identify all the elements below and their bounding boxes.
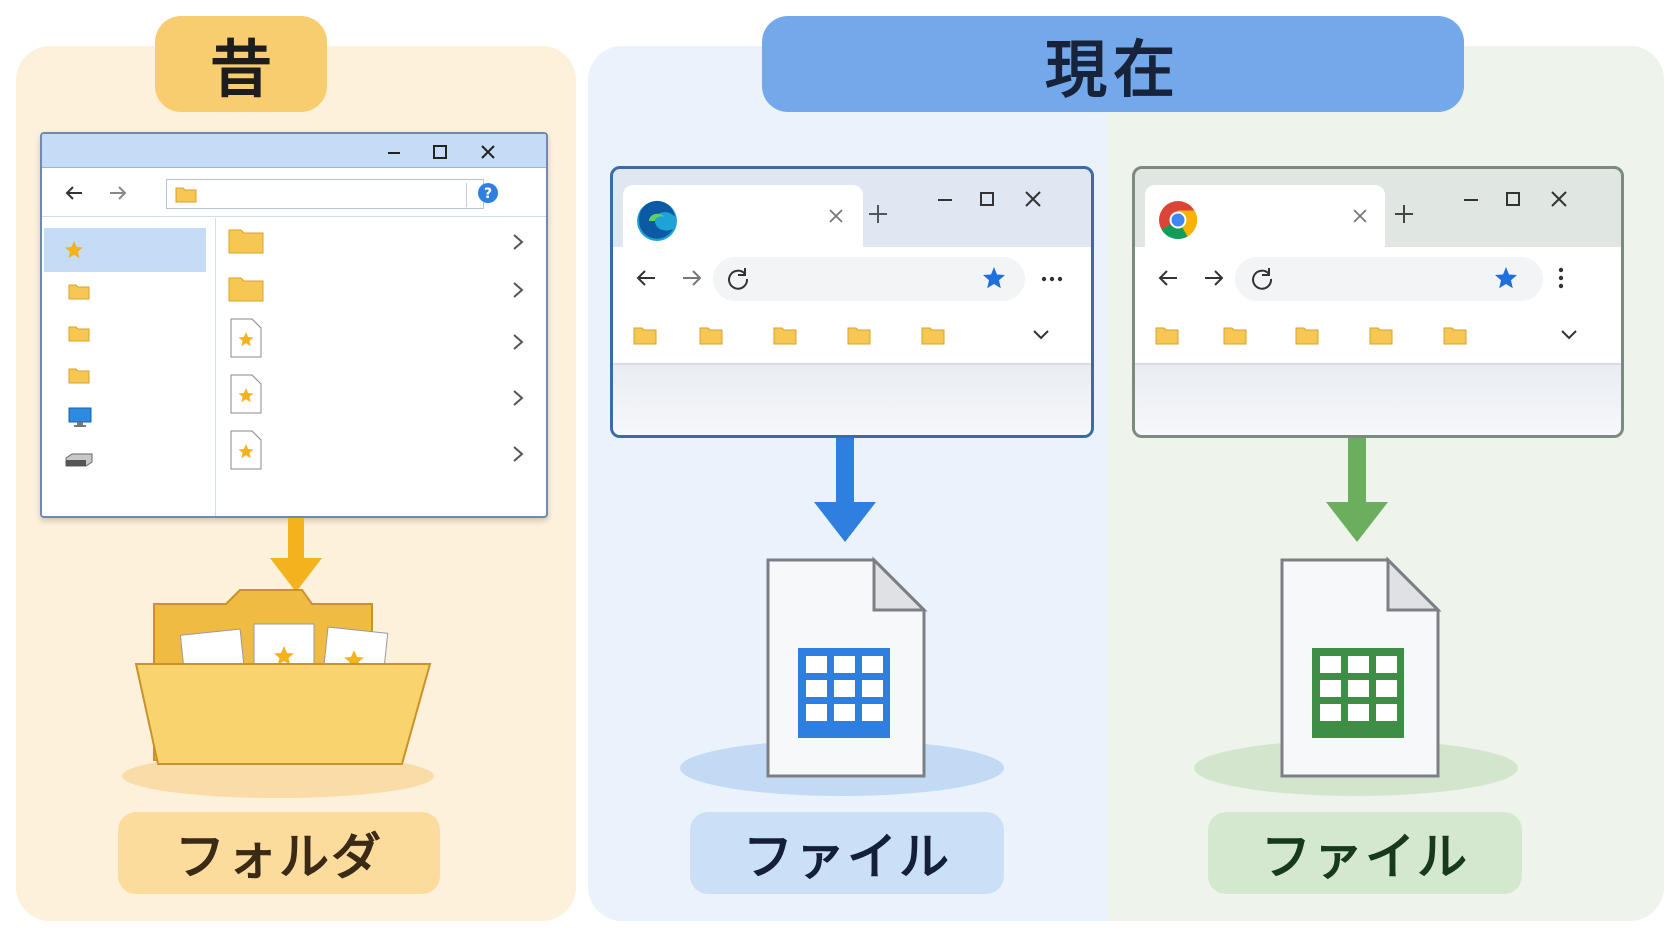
- folder-icon[interactable]: [228, 226, 264, 254]
- bookmark-folder-icon[interactable]: [1295, 325, 1319, 345]
- favorite-file-icon[interactable]: [230, 430, 262, 470]
- back-arrow-icon[interactable]: [633, 265, 659, 291]
- chevron-right-icon[interactable]: [510, 280, 526, 300]
- edge-logo-icon: [637, 200, 677, 241]
- chrome-browser-window: [1132, 166, 1624, 438]
- chevron-down-icon[interactable]: [1559, 327, 1579, 343]
- favorite-file-icon[interactable]: [230, 318, 262, 358]
- divider: [466, 183, 467, 207]
- arrow-down-icon: [270, 518, 322, 592]
- arrow-down-icon: [814, 438, 876, 542]
- past-title: 昔: [155, 16, 327, 112]
- maximize-icon[interactable]: [430, 142, 450, 162]
- bookmark-folder-icon[interactable]: [1155, 325, 1179, 345]
- browser-tab[interactable]: [1145, 185, 1385, 247]
- chevron-right-icon[interactable]: [510, 332, 526, 352]
- desktop-icon[interactable]: [68, 406, 92, 428]
- close-tab-icon[interactable]: [827, 207, 845, 225]
- open-folder-icon: [122, 589, 434, 798]
- favorite-file-icon[interactable]: [230, 374, 262, 414]
- bookmark-folder-icon[interactable]: [633, 325, 657, 345]
- forward-arrow-icon[interactable]: [1201, 265, 1227, 291]
- new-tab-icon[interactable]: [867, 203, 889, 225]
- browser-toolbar: [613, 247, 1091, 309]
- bookmark-folder-icon[interactable]: [773, 325, 797, 345]
- close-tab-icon[interactable]: [1351, 207, 1369, 225]
- back-arrow-icon[interactable]: [1155, 265, 1181, 291]
- help-icon[interactable]: ?: [476, 181, 500, 205]
- folder-label: フォルダ: [118, 812, 440, 894]
- chevron-right-icon[interactable]: [510, 444, 526, 464]
- bookmarks-bar: [1135, 309, 1621, 365]
- browser-content-area: [1135, 365, 1621, 435]
- address-bar[interactable]: [713, 257, 1025, 301]
- present-title: 現在: [762, 16, 1464, 112]
- new-tab-icon[interactable]: [1393, 203, 1415, 225]
- bookmark-folder-icon[interactable]: [847, 325, 871, 345]
- star-icon[interactable]: [981, 265, 1007, 291]
- arrow-down-icon: [1326, 438, 1388, 542]
- svg-text:?: ?: [484, 186, 492, 202]
- forward-arrow-icon[interactable]: [106, 181, 130, 205]
- chrome-file-label: ファイル: [1208, 812, 1522, 894]
- chrome-logo-icon: [1159, 201, 1198, 240]
- browser-content-area: [613, 365, 1091, 435]
- edge-browser-window: [610, 166, 1094, 438]
- star-icon[interactable]: [1493, 265, 1519, 291]
- bookmarks-bar: [613, 309, 1091, 365]
- maximize-icon[interactable]: [1503, 189, 1523, 209]
- explorer-titlebar: [42, 134, 546, 168]
- folder-icon[interactable]: [228, 274, 264, 302]
- minimize-icon[interactable]: [935, 189, 955, 209]
- star-icon: [65, 241, 83, 259]
- bookmark-folder-icon[interactable]: [1223, 325, 1247, 345]
- explorer-address-row: ?: [42, 169, 546, 217]
- minimize-icon[interactable]: [384, 142, 404, 162]
- folder-icon: [175, 187, 197, 203]
- edge-file-label: ファイル: [690, 812, 1004, 894]
- forward-arrow-icon[interactable]: [679, 265, 705, 291]
- spreadsheet-file-icon: [680, 556, 1004, 796]
- minimize-icon[interactable]: [1461, 189, 1481, 209]
- browser-toolbar: [1135, 247, 1621, 309]
- file-explorer-window: ?: [40, 132, 548, 518]
- maximize-icon[interactable]: [977, 189, 997, 209]
- folder-icon[interactable]: [68, 282, 90, 300]
- spreadsheet-file-icon: [1194, 556, 1518, 796]
- drive-icon[interactable]: [64, 452, 94, 468]
- folder-icon[interactable]: [68, 366, 90, 384]
- navigation-pane: [42, 218, 216, 516]
- more-icon[interactable]: [1555, 265, 1567, 291]
- bookmark-folder-icon[interactable]: [921, 325, 945, 345]
- browser-tab[interactable]: [623, 185, 863, 247]
- chevron-down-icon[interactable]: [1031, 327, 1051, 343]
- close-icon[interactable]: [1549, 189, 1569, 209]
- folder-icon[interactable]: [68, 324, 90, 342]
- address-bar[interactable]: [1235, 257, 1543, 301]
- bookmark-folder-icon[interactable]: [1369, 325, 1393, 345]
- address-bar[interactable]: [166, 179, 484, 209]
- chevron-right-icon[interactable]: [510, 388, 526, 408]
- close-icon[interactable]: [478, 142, 498, 162]
- reload-icon[interactable]: [725, 265, 751, 291]
- bookmark-folder-icon[interactable]: [1443, 325, 1467, 345]
- back-arrow-icon[interactable]: [62, 181, 86, 205]
- more-icon[interactable]: [1039, 267, 1065, 291]
- close-icon[interactable]: [1023, 189, 1043, 209]
- bookmark-folder-icon[interactable]: [699, 325, 723, 345]
- reload-icon[interactable]: [1249, 265, 1275, 291]
- chevron-right-icon[interactable]: [510, 232, 526, 252]
